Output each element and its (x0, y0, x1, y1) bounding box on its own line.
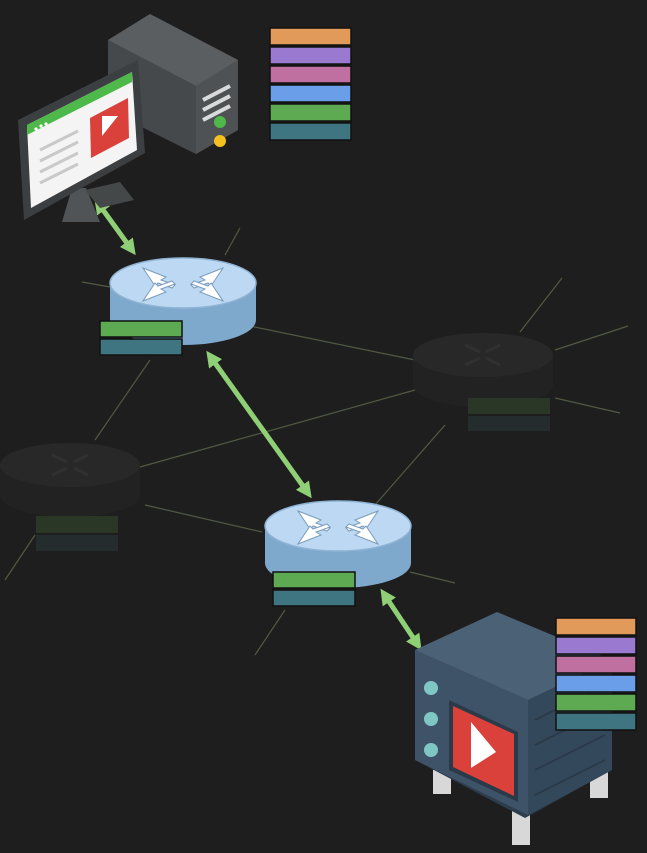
client-computer (18, 14, 238, 222)
arrow-client-router (94, 197, 136, 256)
indicator-light-icon (424, 743, 438, 757)
router-arrows-icon (141, 266, 225, 303)
router-arrows-icon (51, 453, 89, 477)
router-arrows-icon (464, 343, 501, 367)
indicator-light-icon (424, 681, 438, 695)
layer-block (36, 516, 118, 533)
protocol-layer-teal (272, 589, 356, 607)
monitor-icon (18, 60, 145, 222)
protocol-layer-green (272, 571, 356, 589)
protocol-layer-teal (555, 712, 637, 731)
link-line (81, 281, 111, 288)
router-middle-protocol-stack (272, 571, 356, 607)
router-arrows-icon (296, 509, 380, 546)
server-protocol-stack (555, 617, 637, 731)
layer-block (468, 398, 550, 414)
link-line (554, 325, 629, 351)
layer-block (36, 535, 118, 551)
protocol-layer-pink (269, 65, 352, 84)
link-line (144, 504, 263, 533)
arrow-router-server (380, 588, 422, 651)
protocol-layer-blue (269, 84, 352, 103)
link-line (519, 277, 563, 333)
status-light-icon (214, 135, 226, 147)
link-line (94, 359, 151, 441)
link-line (244, 324, 416, 361)
protocol-layer-pink (555, 655, 637, 674)
connection-arrows (94, 197, 422, 651)
link-line (254, 609, 286, 656)
link-line (554, 397, 621, 414)
power-light-icon (214, 116, 226, 128)
protocol-layer-blue (555, 674, 637, 693)
router-dimmed-right (413, 333, 553, 431)
protocol-layer-green (99, 320, 183, 338)
link-line (409, 571, 456, 584)
client-protocol-stack (269, 27, 352, 141)
router-top-protocol-stack (99, 320, 183, 356)
protocol-layer-purple (269, 46, 352, 65)
router-dimmed-left (0, 443, 140, 551)
protocol-layer-green (555, 693, 637, 712)
link-line (374, 424, 446, 506)
protocol-layer-orange (555, 617, 637, 636)
protocol-layer-teal (269, 122, 352, 141)
layer-block (468, 416, 550, 431)
protocol-layer-purple (555, 636, 637, 655)
protocol-layer-teal (99, 338, 183, 356)
play-icon (90, 98, 129, 158)
link-line (224, 227, 241, 256)
protocol-layer-orange (269, 27, 352, 46)
protocol-layer-green (269, 103, 352, 122)
link-line (139, 389, 416, 468)
arrow-router-router (206, 350, 312, 499)
link-line (4, 534, 36, 581)
router-top (109, 257, 257, 345)
indicator-light-icon (424, 712, 438, 726)
